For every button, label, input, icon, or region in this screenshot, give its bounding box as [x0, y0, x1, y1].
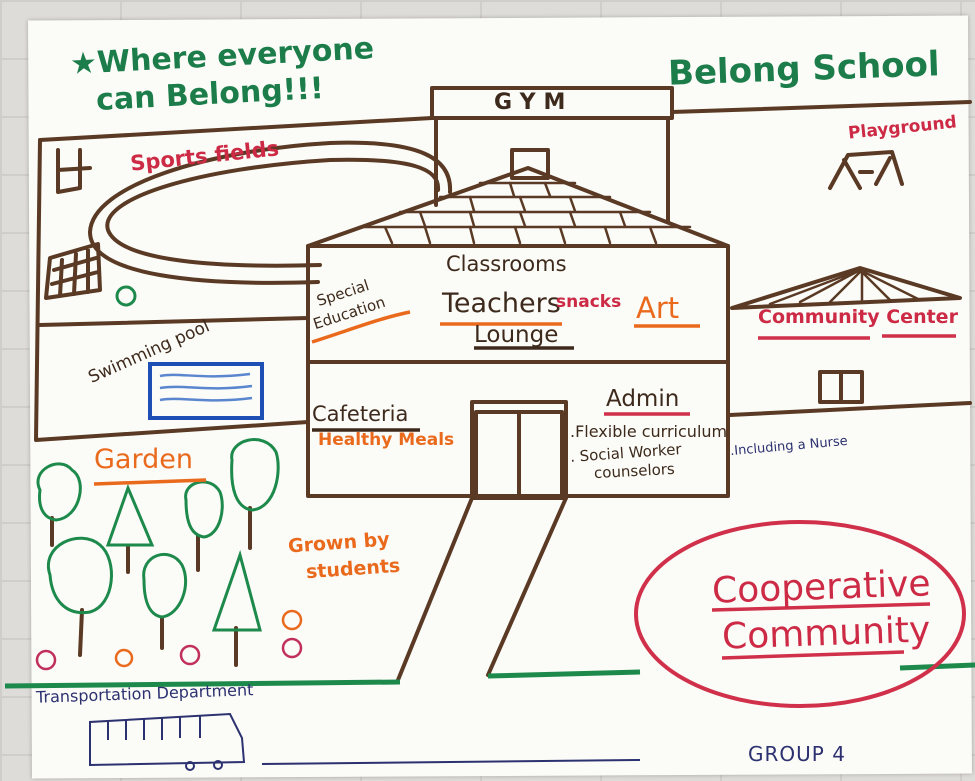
tree: [184, 480, 224, 539]
mid-divider: [38, 316, 310, 327]
cafeteria-label: Cafeteria: [312, 402, 409, 426]
school-name: Belong School: [667, 44, 941, 94]
tree: [46, 536, 113, 615]
classrooms-label: Classrooms: [446, 252, 567, 276]
left-field-box: [34, 138, 310, 442]
snacks-label: snacks: [556, 292, 622, 312]
community-center-label: Community Center: [758, 306, 958, 328]
goal-post: [56, 148, 92, 194]
walkway: [396, 496, 568, 682]
lounge-label: Lounge: [474, 322, 559, 348]
admin-label: Admin: [606, 386, 680, 412]
swing-set: [828, 150, 904, 190]
soccer-net: [44, 242, 102, 300]
flower: [281, 609, 303, 631]
sports-ball: [115, 285, 137, 307]
flower: [114, 648, 134, 668]
healthy-meals-label: Healthy Meals: [318, 430, 455, 450]
flower: [179, 644, 201, 666]
swimming-pool: [148, 362, 264, 420]
art-label: Art: [636, 291, 680, 325]
gym-block: [430, 86, 674, 120]
cooperative-line-1: Cooperative: [711, 563, 932, 612]
flower: [35, 649, 57, 671]
garden-label: Garden: [94, 444, 193, 475]
admin-item-counselors: counselors: [593, 459, 676, 483]
admin-item-curriculum: .Flexible curriculum: [570, 422, 728, 441]
teachers-label: Teachers: [442, 288, 561, 319]
tree: [36, 462, 82, 522]
right-ground-line: [728, 401, 972, 417]
running-track: [105, 157, 441, 268]
tree: [230, 438, 280, 512]
tree: [142, 552, 188, 619]
gym-label: GYM: [494, 90, 574, 115]
school-bus: [89, 712, 246, 767]
community-center-roof: [730, 266, 962, 310]
tree: [105, 483, 155, 547]
tree: [211, 549, 262, 632]
flower: [281, 637, 303, 659]
top-boundary-line: [38, 100, 972, 142]
cooperative-line-2: Community: [721, 609, 931, 658]
cooperative-ellipse: [634, 520, 966, 708]
group-label: GROUP 4: [748, 742, 846, 766]
